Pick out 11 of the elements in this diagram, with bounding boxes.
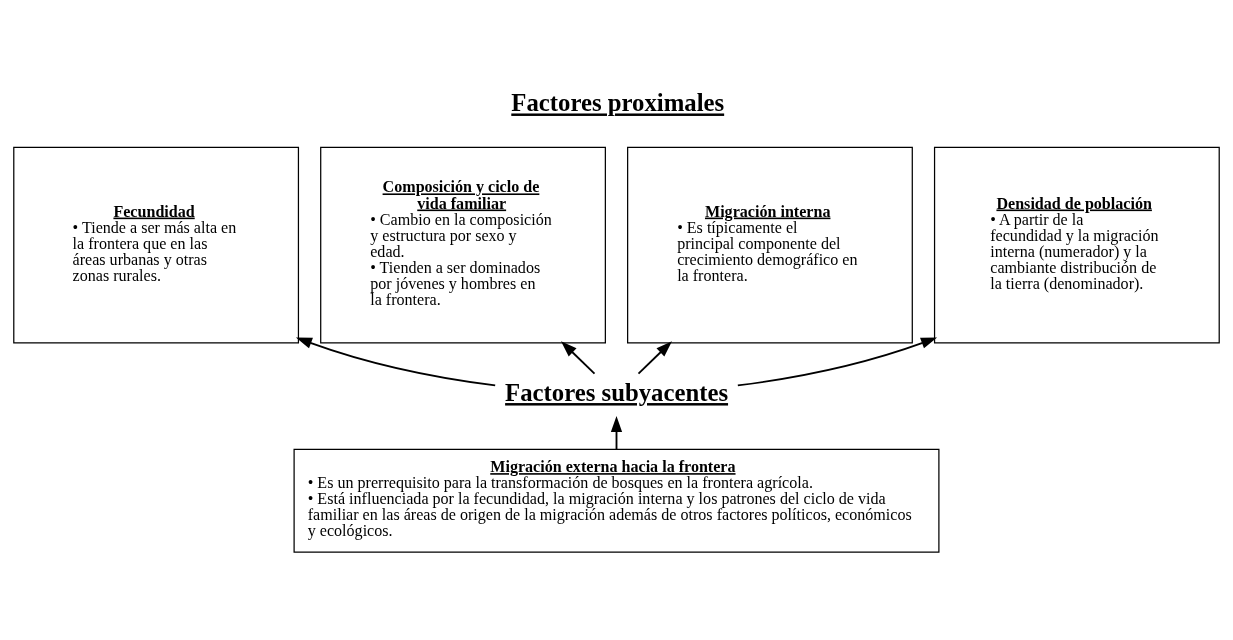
node-box: Migración interna • Es típicamente el principal componente del crecimiento demográfico en la frontera. <box>627 146 913 344</box>
node-box: Migración externa hacia la frontera • Es un prerrequisito para la transformación de bosques en la frontera agrícola. • Está influenciada por la fecundidad, la migración interna y los patrones del ciclo de vida familiar en las áreas de origen de la migración además de otros factores políticos, económicos y ecológicos. <box>293 448 940 553</box>
arrow <box>736 337 938 387</box>
diagram-title: Factores proximales <box>511 89 725 117</box>
arrow <box>561 341 596 375</box>
arrow <box>295 337 497 387</box>
node-text: Factores subyacentes <box>505 379 729 407</box>
node-box: Composición y ciclo de vida familiar • Cambio en la composición y estructura por sexo y edad. • Tienden a ser dominados por jóvenes y hombres en la frontera. <box>320 146 606 344</box>
node-box: Densidad de población • A partir de la fecundidad y la migración interna (numerador) y la cambiante distribución de la tierra (denominador). <box>933 146 1220 344</box>
node-box: Fecundidad • Tiende a ser más alta en la frontera que en las áreas urbanas y otras zonas rurales. <box>13 146 300 344</box>
arrow <box>637 341 672 375</box>
